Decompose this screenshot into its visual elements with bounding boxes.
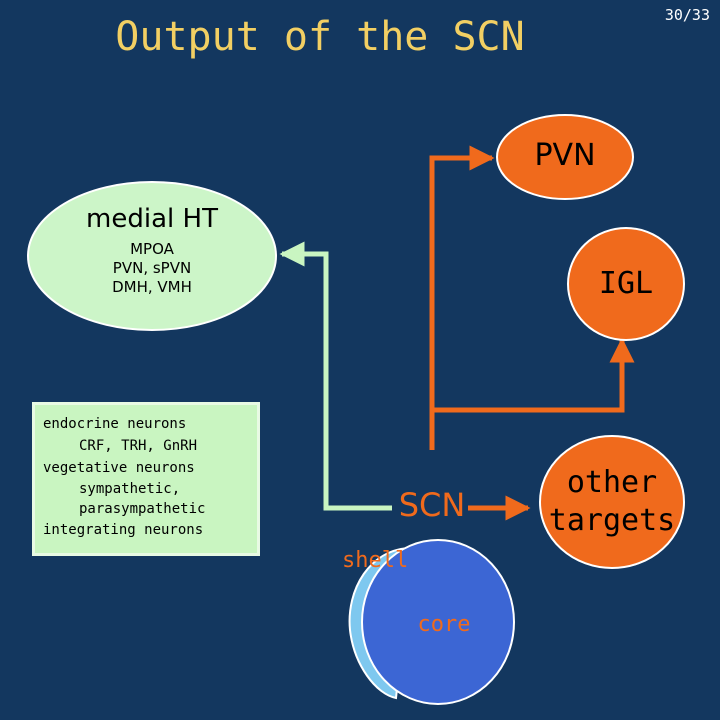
- arrow-to-igl: [432, 337, 635, 413]
- other-targets-line: other: [566, 465, 658, 500]
- neuron-types-box: endocrine neurons CRF, TRH, GnRH vegetat…: [32, 402, 260, 556]
- medial-ht-node: [27, 181, 277, 331]
- info-line: CRF, TRH, GnRH: [79, 438, 198, 454]
- arrow-to-medial-ht: [279, 241, 392, 511]
- pvn-node: [496, 114, 634, 200]
- igl-label: IGL: [598, 266, 654, 301]
- medial-ht-list: MPOA PVN, sPVN DMH, VMH: [92, 240, 212, 297]
- medial-ht-title: medial HT: [86, 204, 218, 234]
- scn-label: SCN: [398, 486, 466, 524]
- info-line: endocrine neurons: [43, 416, 187, 432]
- arrow-to-pvn: [429, 145, 495, 450]
- core-label: core: [417, 612, 471, 637]
- info-line: integrating neurons: [43, 522, 204, 538]
- slide-title: Output of the SCN: [115, 14, 525, 60]
- info-line: sympathetic,: [79, 481, 181, 497]
- medial-ht-item: DMH, VMH: [112, 278, 192, 296]
- info-line: parasympathetic: [79, 501, 206, 517]
- pvn-label: PVN: [534, 138, 596, 173]
- page-number: 30/33: [664, 6, 710, 24]
- info-line: vegetative neurons: [43, 460, 195, 476]
- core-shape: [361, 539, 515, 705]
- medial-ht-item: PVN, sPVN: [112, 259, 192, 277]
- other-targets-node: [539, 435, 685, 569]
- igl-node: [567, 227, 685, 341]
- other-targets-line: targets: [548, 503, 676, 538]
- other-targets-label: other targets: [540, 464, 684, 540]
- medial-ht-item: MPOA: [130, 240, 174, 258]
- shell-label: shell: [342, 548, 409, 573]
